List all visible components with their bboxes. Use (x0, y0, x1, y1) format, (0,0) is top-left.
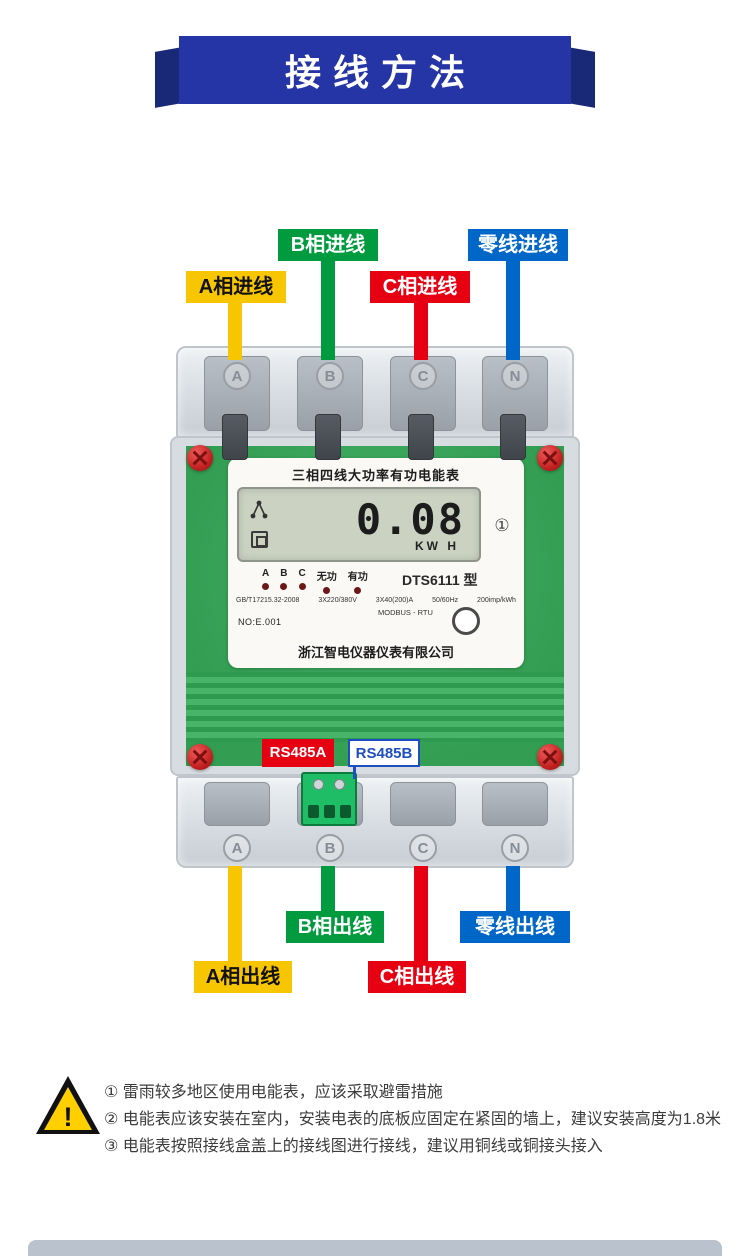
wire-neutral-input (506, 260, 520, 360)
terminal-label-b-bottom: B (316, 834, 344, 862)
terminal-clamp (315, 414, 341, 460)
label-rs485b: RS485B (348, 739, 420, 767)
meter-faceplate: 三相四线大功率有功电能表 0.08 KW H ① A B (228, 458, 524, 668)
indicator-led (323, 587, 331, 594)
terminal-label-b-top: B (316, 362, 344, 390)
spec-standard: GB/T17215.32-2008 (236, 597, 300, 604)
indicator-led (262, 583, 270, 590)
screw-top-left (187, 445, 213, 471)
note-1: ① 雷雨较多地区使用电能表，应该采取避雷措施 (104, 1084, 443, 1101)
terminal-label-a-top: A (223, 362, 251, 390)
indicator-b: B (280, 568, 287, 594)
label-neutral-output: 零线出线 (460, 911, 570, 943)
label-phase-a-input: A相进线 (186, 271, 286, 303)
terminal-block (204, 782, 270, 826)
indicator-led (280, 583, 288, 590)
lcd-value: 0.08 (355, 495, 465, 544)
terminal-block (482, 782, 548, 826)
protocol-label: MODBUS - RTU (378, 608, 433, 617)
banner: 接线方法 (155, 36, 595, 108)
connector-screw (334, 779, 345, 790)
terminal-label-c-bottom: C (409, 834, 437, 862)
wire-phase-c-output (414, 866, 428, 964)
terminal-label-a-bottom: A (223, 834, 251, 862)
screw-top-right (537, 445, 563, 471)
note-2: ② 电能表应该安装在室内，安装电表的底板应固定在紧固的墙上，建议安装高度为1.8… (104, 1111, 722, 1128)
wire-phase-a-input (228, 302, 242, 360)
lcd-display: 0.08 KW H (237, 487, 481, 562)
spec-row: GB/T17215.32-2008 3X220/380V 3X40(200)A … (236, 597, 516, 604)
label-phase-b-output: B相出线 (286, 911, 384, 943)
connector-screws (303, 779, 355, 790)
next-section-edge (28, 1240, 722, 1256)
indicator-label: B (280, 568, 288, 579)
indicator-led (354, 587, 362, 594)
spec-impulse: 200imp/kWh (477, 597, 516, 604)
indicator-label: 无功 (316, 572, 337, 583)
company-name: 浙江智电仪器仪表有限公司 (297, 645, 454, 660)
model-number: DTS6111 型 (402, 572, 478, 588)
indicator-label: A (262, 568, 270, 579)
rs485-terminal-connector (301, 772, 357, 826)
terminal-clamp (408, 414, 434, 460)
label-phase-b-input: B相进线 (278, 229, 378, 261)
serial-number: NO:E.001 (238, 617, 282, 627)
indicator-c: C (298, 568, 306, 594)
wire-phase-b-output (321, 866, 335, 914)
warning-triangle-icon: ! (36, 1076, 100, 1134)
indicator-led (298, 583, 306, 590)
terminal-label-c-top: C (409, 362, 437, 390)
terminal-clamp (222, 414, 248, 460)
rs485b-pointer-line (353, 767, 356, 779)
label-neutral-input: 零线进线 (468, 229, 568, 261)
label-phase-c-input: C相进线 (370, 271, 470, 303)
terminal-label-n-bottom: N (501, 834, 529, 862)
indicator-active: 有功 (348, 568, 368, 594)
network-icon (250, 500, 268, 519)
label-rs485a: RS485A (262, 739, 334, 767)
terminal-label-n-top: N (501, 362, 529, 390)
connector-holes (303, 805, 355, 818)
label-phase-a-output: A相出线 (194, 961, 292, 993)
screw-bottom-left (187, 744, 213, 770)
connector-hole (339, 805, 351, 818)
display-frame-icon (251, 531, 268, 548)
spec-current: 3X40(200)A (375, 597, 414, 604)
terminal-clamp (500, 414, 526, 460)
indicator-label: 有功 (347, 572, 368, 583)
screw-bottom-right (537, 744, 563, 770)
spec-frequency: 50/60Hz (432, 597, 459, 604)
spec-voltage: 3X220/380V (318, 597, 357, 604)
wire-neutral-output (506, 866, 520, 914)
indicator-reactive: 无功 (317, 568, 337, 594)
indicator-label: C (298, 568, 306, 579)
wire-phase-b-input (321, 260, 335, 360)
indicator-row: A B C 无功 有功 (262, 568, 368, 594)
wire-phase-c-input (414, 302, 428, 360)
meter-pcb-ridges (186, 672, 564, 742)
connector-screw (313, 779, 324, 790)
lcd-badge: ① (494, 516, 510, 535)
wire-phase-a-output (228, 866, 242, 964)
connector-hole (323, 805, 335, 818)
indicator-a: A (262, 568, 269, 594)
label-phase-c-output: C相出线 (368, 961, 466, 993)
page-title: 接线方法 (179, 36, 571, 104)
terminal-block (390, 782, 456, 826)
terminal-cover-bottom: A B C N (176, 776, 574, 868)
note-3: ③ 电能表按照接线盒盖上的接线图进行接线，建议用铜线或铜接头接入 (104, 1138, 603, 1155)
warning-exclamation: ! (63, 1102, 73, 1132)
meter-title: 三相四线大功率有功电能表 (291, 468, 460, 483)
meter-button (452, 607, 480, 635)
lcd-unit: KW H (415, 539, 459, 553)
connector-hole (307, 805, 319, 818)
